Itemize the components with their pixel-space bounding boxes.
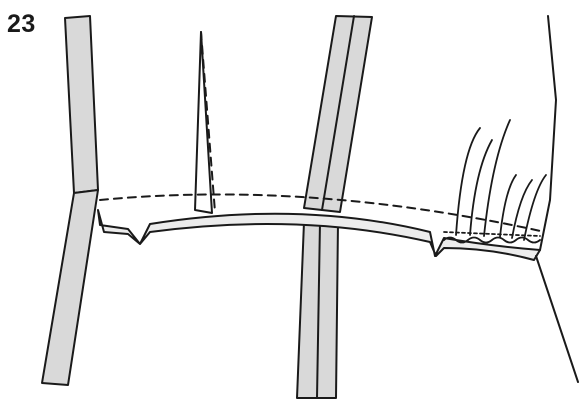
right-side-seam-upper — [540, 16, 556, 250]
left-side-seam-lower — [42, 190, 98, 385]
gather-fold — [470, 140, 492, 235]
gather-fold — [512, 180, 532, 238]
gathers — [444, 120, 546, 243]
gather-fold — [484, 120, 510, 236]
left-side-seam-upper — [65, 16, 98, 193]
right-side-line — [536, 256, 578, 382]
